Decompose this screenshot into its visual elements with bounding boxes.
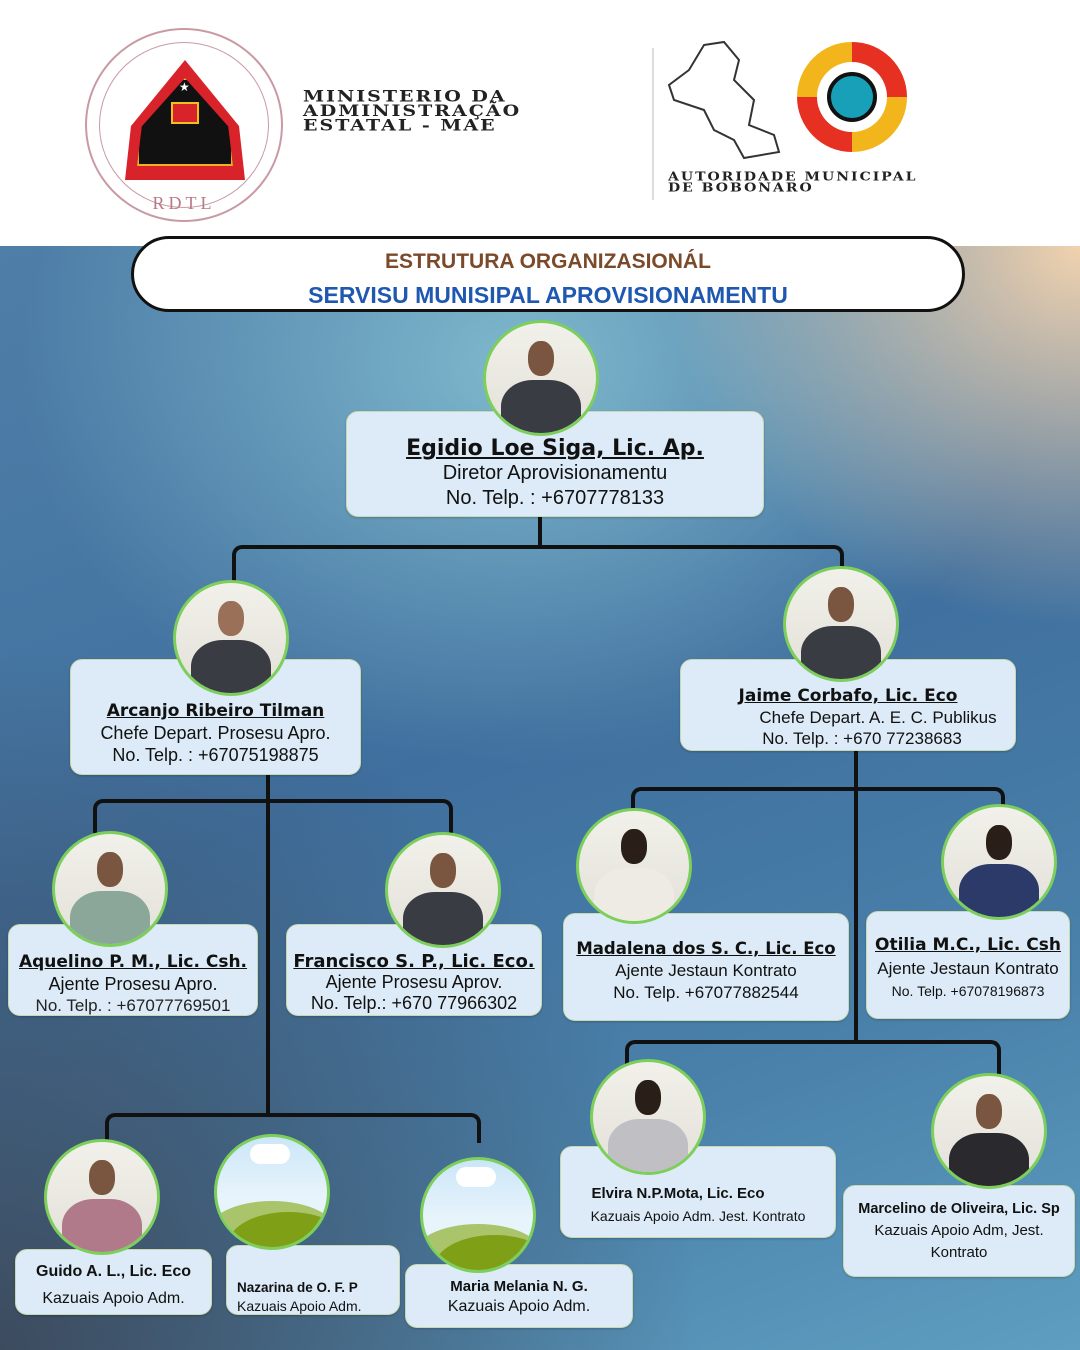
avatar — [44, 1139, 160, 1255]
person-role: Ajente Jestaun Kontrato — [615, 961, 797, 980]
node-elvira: Elvira N.P.Mota, Lic. Eco Kazuais Apoio … — [560, 1146, 836, 1238]
person-role: Chefe Depart. Prosesu Apro. — [100, 723, 331, 743]
connector — [232, 545, 844, 585]
avatar — [483, 320, 599, 436]
person-role: Chefe Depart. A. E. C. Publikus — [759, 708, 997, 727]
chart-subtitle: SERVISU MUNISIPAL APROVISIONAMENTU — [308, 282, 788, 308]
connector — [625, 1040, 1001, 1074]
person-phone: No. Telp.: +670 77966302 — [310, 993, 518, 1013]
person-name: Francisco S. P., Lic. Eco. — [293, 951, 535, 972]
avatar — [590, 1059, 706, 1175]
person-phone: No. Telp. : +6707778133 — [445, 487, 665, 509]
node-guido: Guido A. L., Lic. Eco Kazuais Apoio Adm. — [15, 1249, 212, 1315]
municipal-emblem-logo — [797, 42, 907, 152]
person-name: Marcelino de Oliveira, Lic. Sp — [858, 1201, 1060, 1217]
avatar — [385, 832, 501, 948]
connector — [631, 787, 1005, 811]
node-madalena: Madalena dos S. C., Lic. Eco Ajente Jest… — [563, 913, 849, 1021]
avatar — [576, 808, 692, 924]
person-name: Nazarina de O. F. P — [237, 1280, 358, 1295]
placeholder-avatar — [214, 1134, 330, 1250]
avatar — [931, 1073, 1047, 1189]
node-aquelino: Aquelino P. M., Lic. Csh. Ajente Prosesu… — [8, 924, 258, 1016]
person-role: Kazuais Apoio Adm. — [42, 1290, 185, 1307]
person-name: Jaime Corbafo, Lic. Eco — [738, 686, 958, 706]
person-phone: No. Telp. +67078196873 — [891, 983, 1045, 999]
node-director: Egidio Loe Siga, Lic. Ap. Diretor Aprovi… — [346, 411, 764, 517]
rdtl-seal-logo: ★ RDTL — [85, 28, 283, 222]
seal-abbr: RDTL — [152, 193, 216, 213]
person-role: Kazuais Apoio Adm. Jest. Kontrato — [590, 1208, 806, 1224]
node-nazarina: Nazarina de O. F. P Kazuais Apoio Adm. — [226, 1245, 400, 1315]
person-phone: No. Telp. : +67075198875 — [112, 745, 319, 765]
connector — [93, 799, 453, 833]
person-name: Madalena dos S. C., Lic. Eco — [576, 939, 836, 958]
node-maria: Maria Melania N. G. Kazuais Apoio Adm. — [405, 1264, 633, 1328]
person-name: Otilia M.C., Lic. Csh — [875, 935, 1061, 955]
person-name: Guido A. L., Lic. Eco — [36, 1263, 191, 1280]
node-marcelino: Marcelino de Oliveira, Lic. Sp Kazuais A… — [843, 1185, 1075, 1277]
avatar — [941, 804, 1057, 920]
person-name: Egidio Loe Siga, Lic. Ap. — [406, 436, 704, 461]
person-name: Aquelino P. M., Lic. Csh. — [18, 952, 248, 972]
person-role: Ajente Jestaun Kontrato — [877, 959, 1059, 978]
person-role: Ajente Prosesu Aprov. — [325, 972, 503, 992]
person-phone: No. Telp. : +67077769501 — [35, 996, 231, 1015]
bobonaro-map-icon — [667, 40, 781, 160]
person-role: Ajente Prosesu Apro. — [48, 974, 218, 994]
avatar — [173, 580, 289, 696]
person-name: Arcanjo Ribeiro Tilman — [106, 701, 325, 721]
placeholder-avatar — [420, 1157, 536, 1273]
person-role: Kazuais Apoio Adm. — [447, 1298, 591, 1315]
avatar — [52, 831, 168, 947]
person-name: Maria Melania N. G. — [450, 1278, 588, 1295]
person-phone: No. Telp. : +670 77238683 — [762, 729, 962, 748]
divider — [652, 48, 654, 200]
connector — [538, 515, 542, 549]
person-role: Diretor Aprovisionamentu — [442, 462, 668, 484]
chart-title: ESTRUTURA ORGANIZASIONÁL — [385, 250, 711, 273]
person-phone: No. Telp. +67077882544 — [613, 983, 799, 1002]
connector — [266, 774, 270, 1117]
chart-title-box: ESTRUTURA ORGANIZASIONÁL SERVISU MUNISIP… — [131, 236, 965, 312]
person-role: Kazuais Apoio Adm, Jest. Kontrato — [874, 1222, 1044, 1261]
person-name: Elvira N.P.Mota, Lic. Eco — [591, 1185, 765, 1202]
connector — [854, 750, 858, 1044]
person-role: Kazuais Apoio Adm. — [237, 1298, 362, 1314]
node-otilia: Otilia M.C., Lic. Csh Ajente Jestaun Kon… — [866, 911, 1070, 1019]
avatar — [783, 566, 899, 682]
connector — [105, 1113, 481, 1143]
